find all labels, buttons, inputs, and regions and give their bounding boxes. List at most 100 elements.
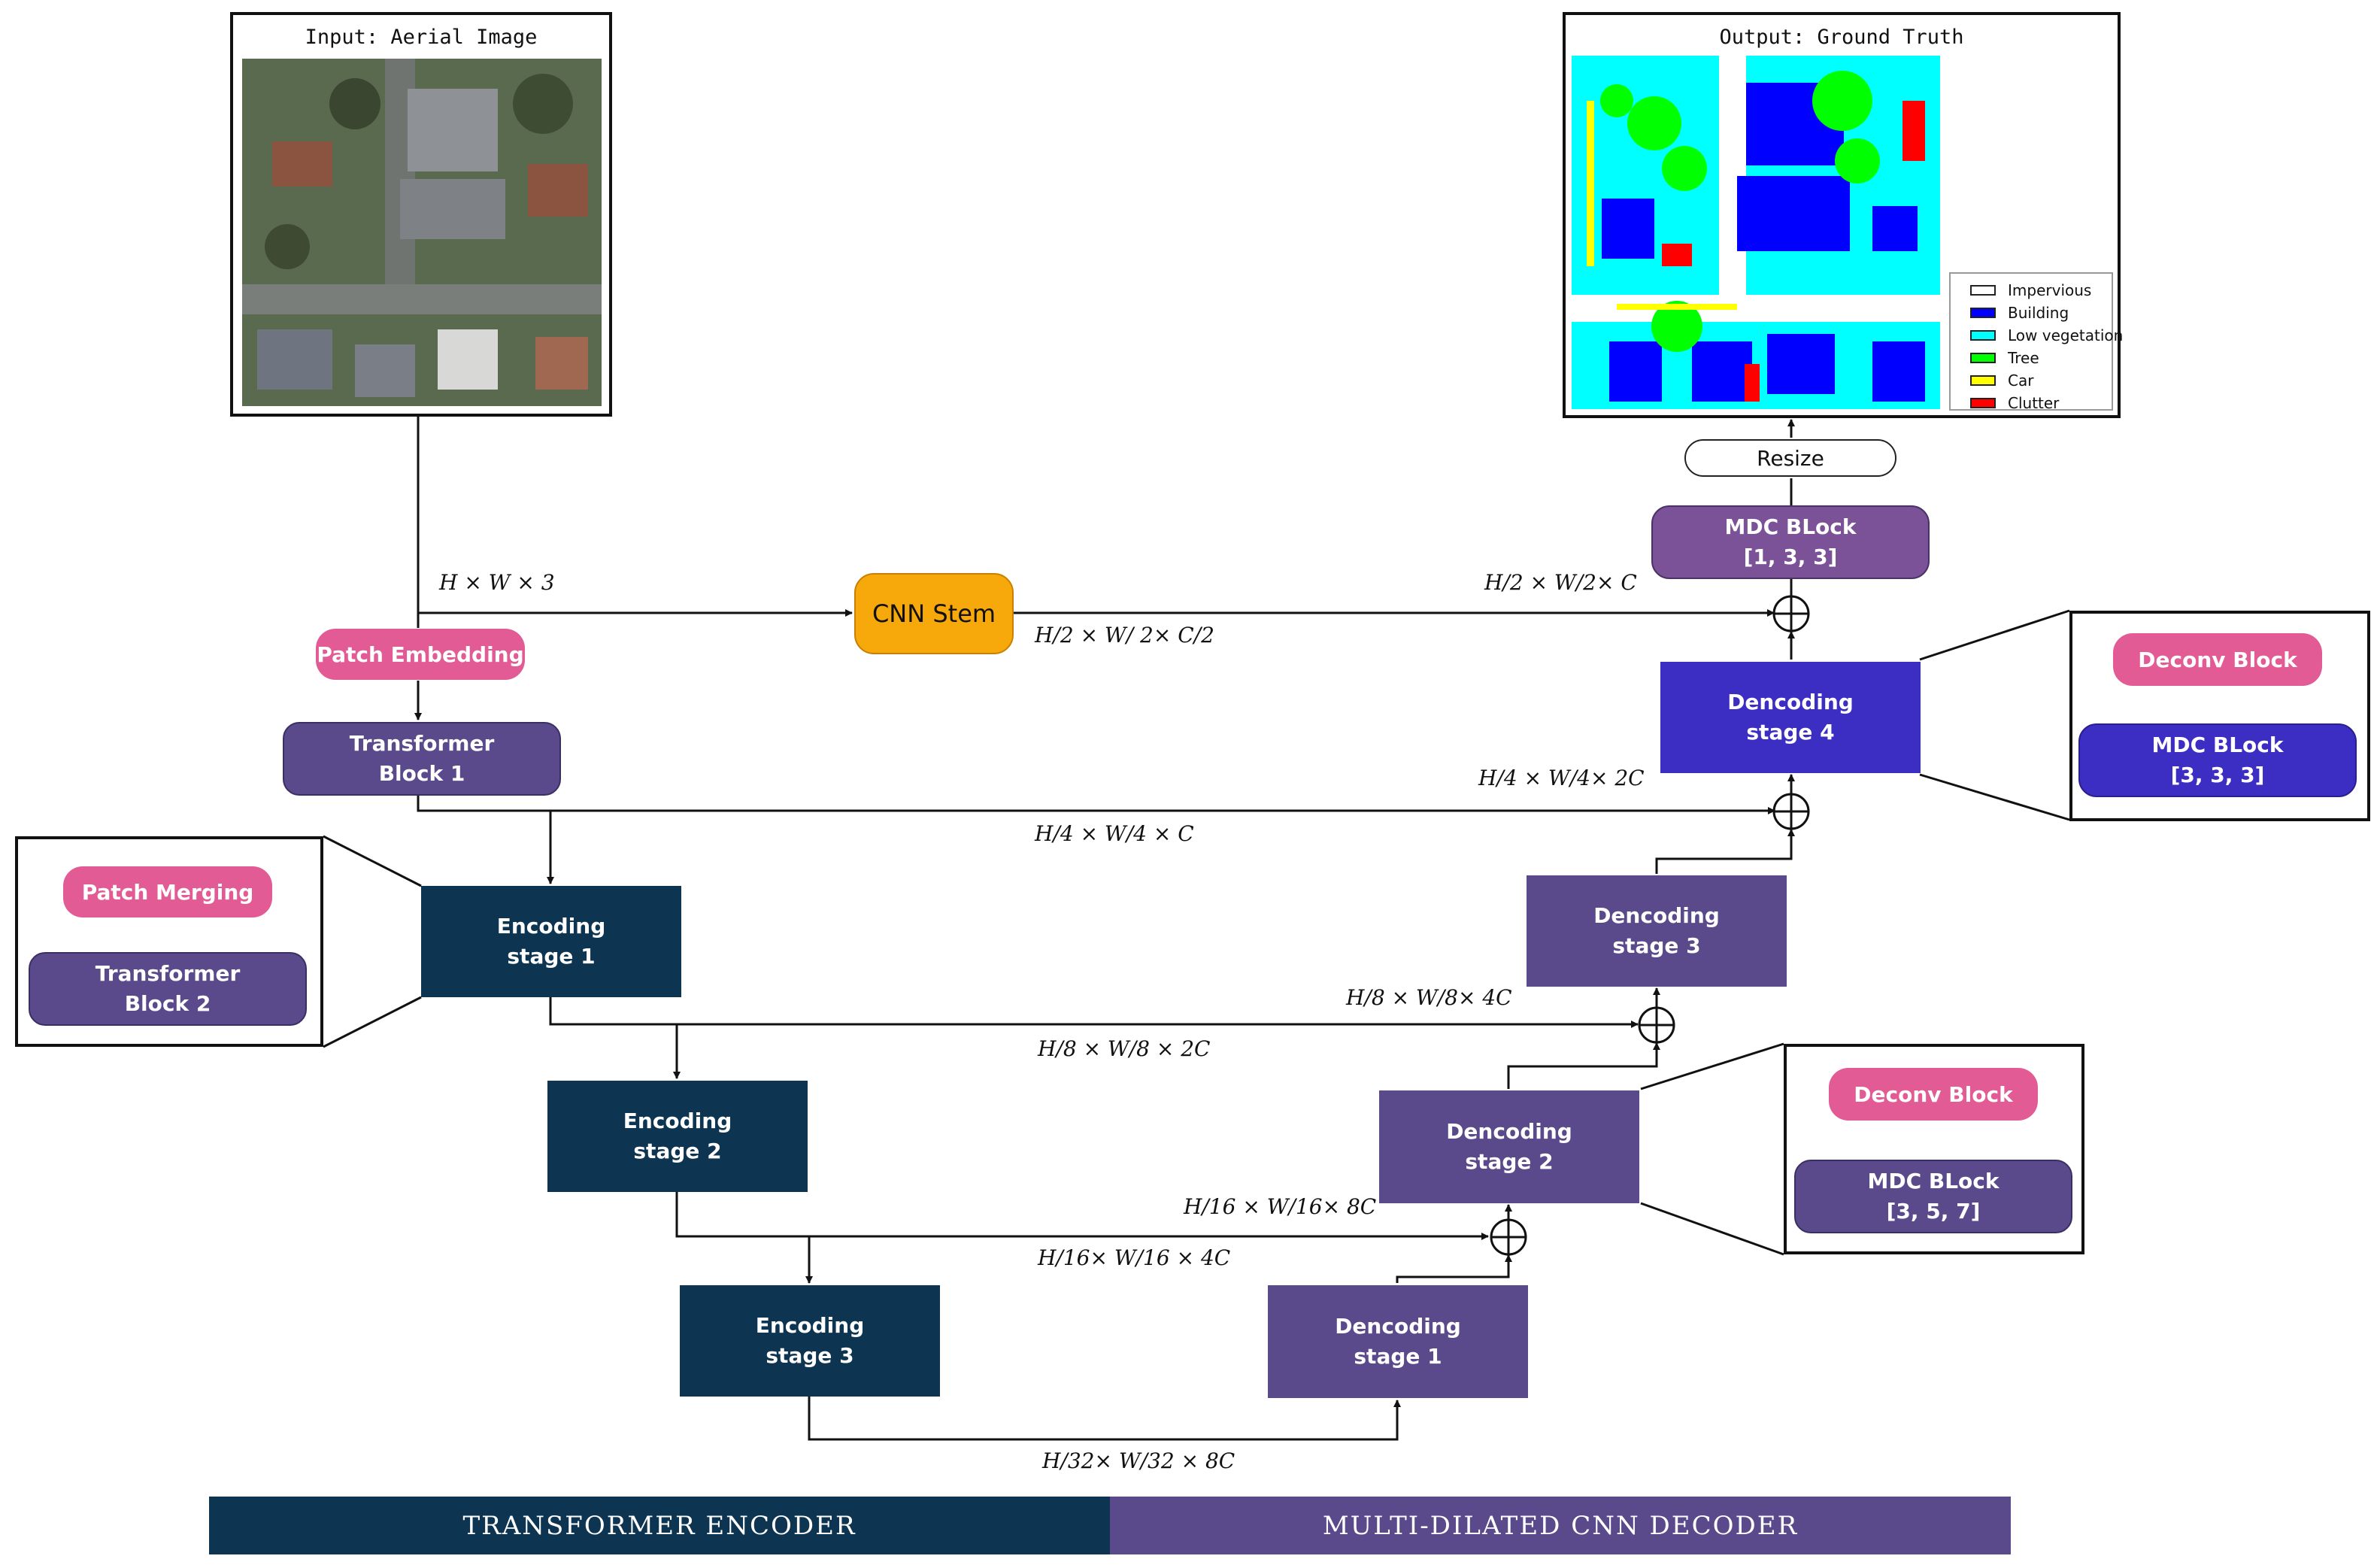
cnn-stem-label: CNN Stem	[872, 599, 996, 628]
mdc-block-top: MDC BLock [1, 3, 3]	[1651, 505, 1930, 579]
deconv-4-label: Deconv Block	[2138, 647, 2297, 672]
legend-label: Clutter	[2008, 394, 2060, 412]
mdc-block-2: MDC BLock [3, 5, 7]	[1794, 1160, 2072, 1233]
legend-item-tree: Tree	[1970, 349, 2039, 367]
tb1-line1: Transformer	[349, 731, 495, 756]
enc3-line1: Encoding	[755, 1313, 865, 1338]
legend-item-impervious: Impervious	[1970, 281, 2091, 299]
dec1-line1: Dencoding	[1335, 1314, 1461, 1339]
banner-decoder: MULTI-DILATED CNN DECODER	[1110, 1497, 2011, 1554]
enc2-line1: Encoding	[623, 1109, 732, 1133]
mdc-top-line2: [1, 3, 3]	[1743, 544, 1838, 569]
label-h16-enc: H/16× W/16 × 4C	[1038, 1245, 1231, 1270]
label-stem-out: H/2 × W/ 2× C/2	[1035, 623, 1214, 648]
enc2-line2: stage 2	[633, 1139, 722, 1163]
legend-item-building: Building	[1970, 304, 2069, 322]
label-h32: H/32× W/32 × 8C	[1042, 1448, 1235, 1473]
legend-item-car: Car	[1970, 372, 2033, 390]
legend-label: Low vegetation	[2008, 326, 2124, 344]
patch-embedding-label: Patch Embedding	[317, 641, 524, 667]
tb2-line2: Block 2	[124, 991, 211, 1016]
dec4-line2: stage 4	[1746, 720, 1835, 745]
dec1-line2: stage 1	[1354, 1344, 1442, 1369]
banner-encoder-label: TRANSFORMER ENCODER	[462, 1510, 857, 1541]
dec1-to-sum16-arrow	[1396, 1254, 1512, 1283]
enc2-skip-arrow	[675, 1192, 1489, 1240]
enc1-line1: Encoding	[496, 914, 606, 939]
legend-swatch	[1970, 353, 1996, 363]
label-h16-dec: H/16 × W/16× 8C	[1184, 1194, 1377, 1219]
mdc2-line1: MDC BLock	[1867, 1169, 2000, 1193]
sum-node-h2	[1772, 595, 1810, 632]
deconv-block-2: Deconv Block	[1829, 1068, 2038, 1121]
tb1-skip-arrow	[417, 796, 1775, 814]
decoding-stage-3: Dencoding stage 3	[1527, 875, 1787, 987]
zoom-enc-bottom	[323, 996, 422, 1048]
encoding-stage-1: Encoding stage 1	[421, 886, 681, 997]
label-hw3: H × W × 3	[439, 570, 555, 595]
enc1-skip-arrow	[549, 997, 1639, 1028]
dec2-line1: Dencoding	[1446, 1119, 1572, 1144]
decoding-stage-2: Dencoding stage 2	[1379, 1090, 1639, 1203]
aerial-image	[242, 59, 602, 406]
decoding-stage-1: Dencoding stage 1	[1268, 1285, 1528, 1398]
legend-label: Tree	[2008, 349, 2039, 367]
legend-swatch	[1970, 285, 1996, 296]
zoom-dec2-bottom	[1640, 1202, 1784, 1256]
decoding-stage-4: Dencoding stage 4	[1660, 662, 1921, 773]
patch-merging-label: Patch Merging	[81, 879, 254, 905]
legend-item-clutter: Clutter	[1970, 394, 2059, 412]
dec2-to-sum8-arrow	[1507, 1042, 1660, 1089]
mdc2-line2: [3, 5, 7]	[1886, 1199, 1981, 1224]
legend-label: Building	[2008, 304, 2069, 322]
deconv-2-label: Deconv Block	[1854, 1081, 2013, 1107]
label-h2: H/2 × W/2× C	[1484, 570, 1637, 595]
input-frame: Input: Aerial Image	[230, 12, 612, 417]
enc3-line2: stage 3	[766, 1343, 854, 1368]
tb2-line1: Transformer	[95, 961, 241, 986]
legend-swatch	[1970, 375, 1996, 386]
dec4-line1: Dencoding	[1727, 690, 1854, 714]
encoding-stage-3: Encoding stage 3	[680, 1285, 940, 1397]
dec3-line1: Dencoding	[1593, 903, 1720, 928]
banner-encoder: TRANSFORMER ENCODER	[209, 1497, 1110, 1554]
deconv-block-4: Deconv Block	[2113, 633, 2322, 686]
legend-swatch	[1970, 308, 1996, 318]
dec2-line2: stage 2	[1465, 1149, 1554, 1174]
zoom-dec2-top	[1640, 1042, 1784, 1090]
encoding-stage-2: Encoding stage 2	[547, 1081, 808, 1192]
label-h8-dec: H/8 × W/8× 4C	[1346, 985, 1512, 1010]
label-h4-dec: H/4 × W/4× 2C	[1478, 766, 1645, 790]
legend-item-low-vegetation: Low vegetation	[1970, 326, 2123, 344]
zoom-dec4-top	[1919, 609, 2070, 661]
zoom-enc-top	[323, 835, 422, 887]
label-h4-enc: H/4 × W/4 × C	[1035, 821, 1194, 846]
tb1-line2: Block 1	[378, 761, 465, 786]
resize-label: Resize	[1757, 445, 1824, 471]
resize-block: Resize	[1684, 439, 1896, 477]
legend-label: Car	[2008, 372, 2034, 390]
mdc-top-line1: MDC BLock	[1724, 514, 1857, 539]
cnn-stem-block: CNN Stem	[854, 573, 1014, 654]
dec3-line2: stage 3	[1612, 933, 1701, 958]
legend-swatch	[1970, 398, 1996, 408]
mdc4-line2: [3, 3, 3]	[2170, 763, 2265, 787]
banner-decoder-label: MULTI-DILATED CNN DECODER	[1322, 1510, 1799, 1541]
patch-embedding-block: Patch Embedding	[316, 629, 525, 680]
output-title: Output: Ground Truth	[1719, 26, 1964, 49]
ground-truth-map	[1572, 56, 1940, 409]
sum-node-h8	[1638, 1006, 1675, 1044]
sum-node-h4	[1772, 793, 1810, 830]
label-h8-enc: H/8 × W/8 × 2C	[1038, 1036, 1211, 1061]
legend-swatch	[1970, 330, 1996, 341]
input-title: Input: Aerial Image	[305, 26, 538, 49]
dec3-to-sum4-arrow	[1655, 829, 1795, 874]
sum-node-h16	[1490, 1218, 1527, 1256]
enc1-line2: stage 1	[507, 944, 596, 969]
enc3-to-dec1-arrow	[808, 1397, 1401, 1441]
mdc-block-4: MDC BLock [3, 3, 3]	[2078, 723, 2357, 797]
legend-label: Impervious	[2008, 281, 2092, 299]
patch-merging-block: Patch Merging	[63, 866, 272, 917]
transformer-block-2: Transformer Block 2	[29, 952, 307, 1026]
transformer-block-1: Transformer Block 1	[283, 722, 561, 796]
